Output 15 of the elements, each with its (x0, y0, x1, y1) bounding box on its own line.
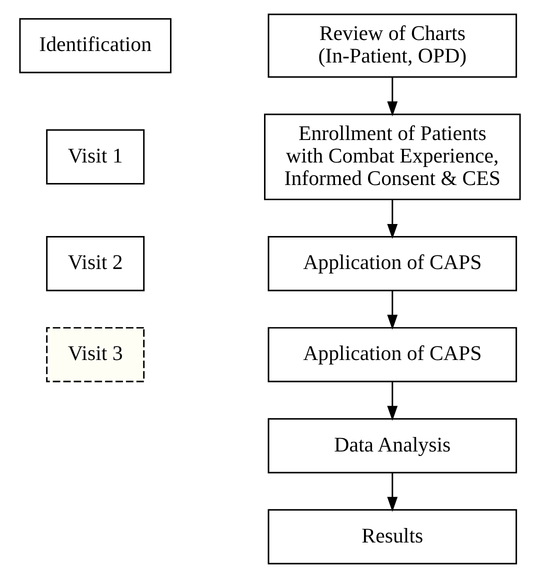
node-box: Visit 3 (46, 327, 145, 382)
node-box: Enrollment of Patients with Combat Experience, Informed Consent & CES (264, 114, 521, 200)
arrow (387, 382, 398, 421)
node-box: Application of CAPS (268, 327, 518, 382)
arrow (387, 472, 398, 512)
node-box: Identification (19, 18, 172, 74)
node-box: Results (268, 509, 518, 564)
node-box: Review of Charts (In-Patient, OPD) (268, 14, 518, 78)
node-box: Visit 1 (46, 129, 145, 185)
node-box: Application of CAPS (268, 236, 518, 292)
node-box: Visit 2 (46, 236, 145, 292)
arrow (387, 77, 398, 116)
node-box: Data Analysis (268, 418, 518, 474)
arrow (387, 290, 398, 330)
arrow (387, 200, 398, 239)
